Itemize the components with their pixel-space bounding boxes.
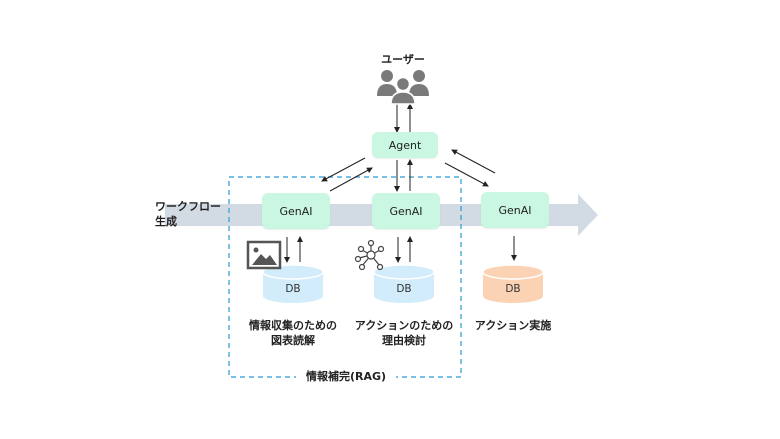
db-caption-2-line1: アクションのための xyxy=(354,319,454,332)
arrow-agent-to-genai3 xyxy=(444,162,489,187)
db-caption-3: アクション実施 xyxy=(468,318,558,333)
db-caption-1-line2: 図表読解 xyxy=(271,334,315,347)
rag-group-label: 情報補完(RAG) xyxy=(296,369,396,384)
db-cylinder-3 xyxy=(482,264,544,303)
agent-label: Agent xyxy=(388,138,422,152)
db-caption-3-line1: アクション実施 xyxy=(474,319,552,332)
image-icon xyxy=(246,240,282,270)
genai-label: GenAI xyxy=(279,204,313,218)
db-label-2: DB xyxy=(396,283,412,295)
agent-box[interactable]: Agent xyxy=(372,132,438,158)
workflow-label-line1: ワークフロー xyxy=(155,200,221,213)
db-caption-2-line2: 理由検討 xyxy=(382,334,426,347)
db-label-3: DB xyxy=(505,283,521,295)
workflow-label-line2: 生成 xyxy=(155,215,177,228)
users-icon xyxy=(377,70,429,105)
db-label-1: DB xyxy=(285,283,301,295)
db-cylinder-2 xyxy=(373,264,435,303)
genai-label: GenAI xyxy=(498,203,532,217)
genai-box-3[interactable]: GenAI xyxy=(481,192,549,228)
genai-box-2[interactable]: GenAI xyxy=(372,193,440,229)
arrow-genai1-to-agent xyxy=(329,167,373,192)
genai-label: GenAI xyxy=(389,204,423,218)
workflow-label: ワークフロー 生成 xyxy=(155,199,221,229)
arrow-agent-to-genai1 xyxy=(321,157,366,182)
db-caption-1-line1: 情報収集のための xyxy=(249,319,337,332)
user-label: ユーザー xyxy=(381,53,425,66)
network-icon xyxy=(354,239,385,271)
arrow-genai3-to-agent xyxy=(451,149,496,174)
db-caption-1: 情報収集のための 図表読解 xyxy=(238,318,348,348)
db-caption-2: アクションのための 理由検討 xyxy=(347,318,461,348)
genai-box-1[interactable]: GenAI xyxy=(262,193,330,229)
